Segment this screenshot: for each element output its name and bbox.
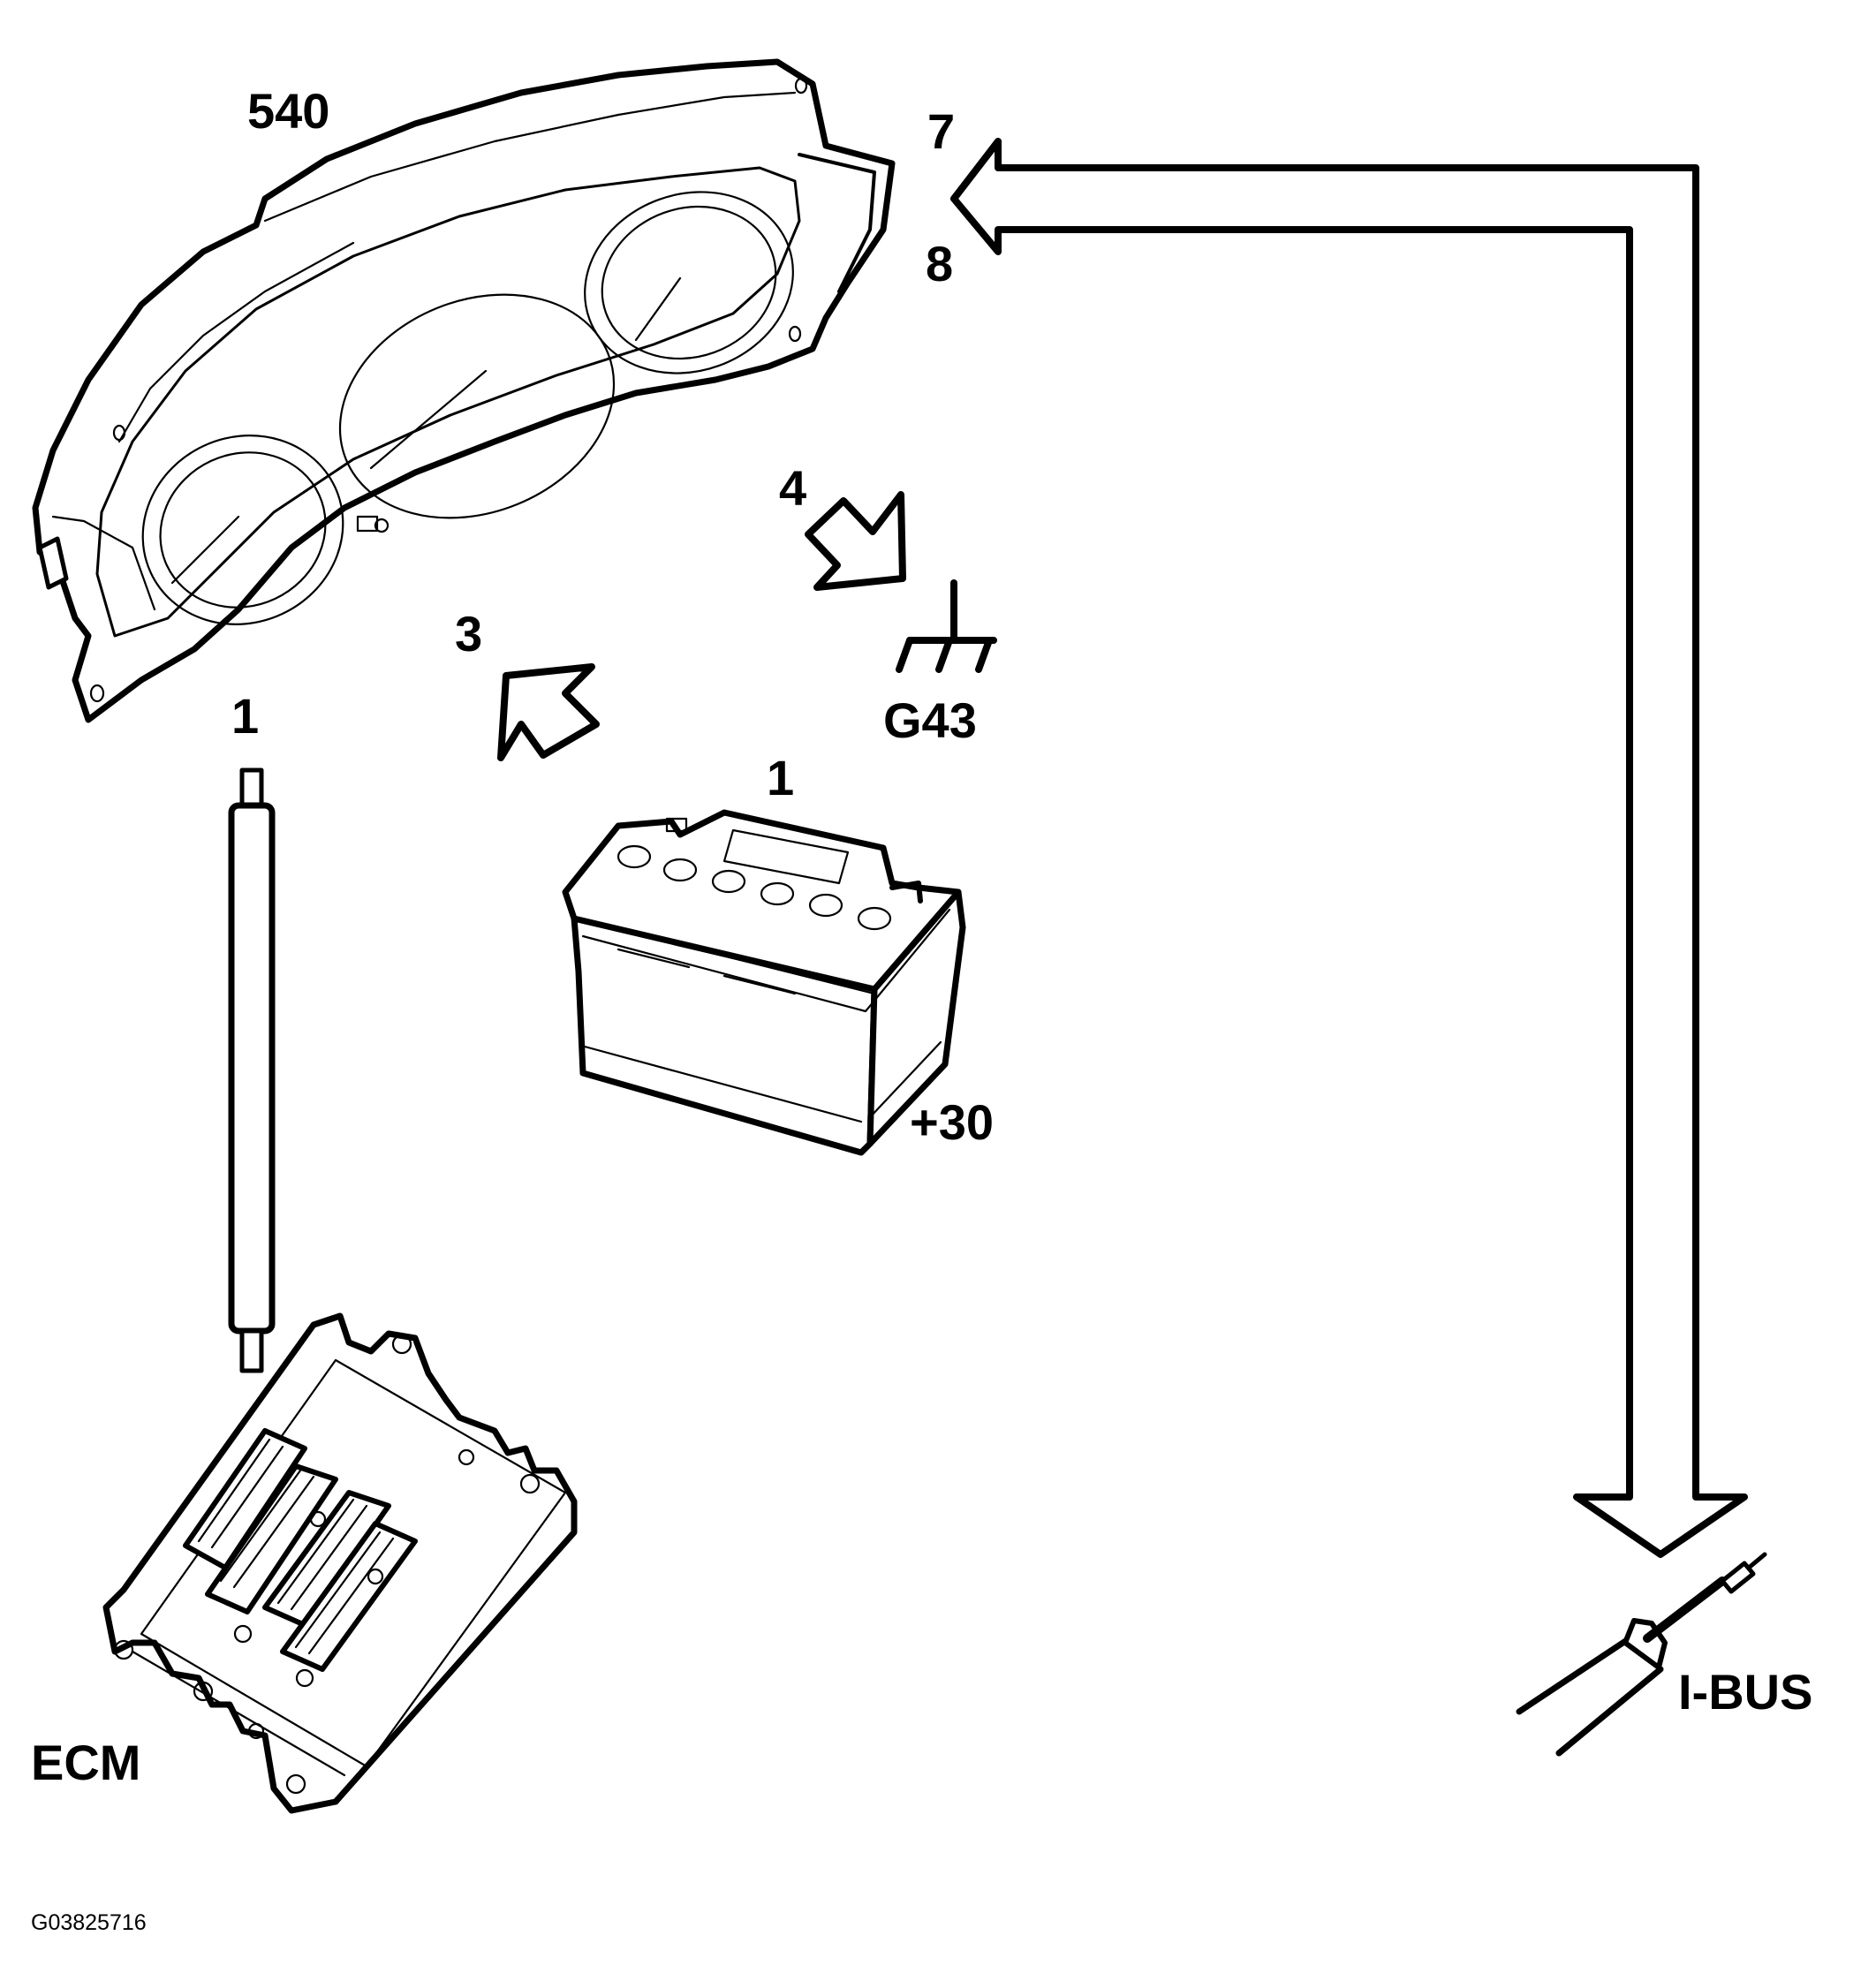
i-bus-signal-arrows: [950, 138, 1748, 1558]
pin-1-cluster-label: 1: [231, 688, 259, 744]
ecm-label: ECM: [31, 1735, 140, 1790]
pin-8-label: 8: [926, 236, 953, 291]
arrow-3-icon: [497, 663, 600, 761]
pin-7-label: 7: [927, 103, 955, 159]
arrow-4-icon: [805, 491, 906, 591]
cluster-label: 540: [247, 83, 329, 139]
bus-label: I-BUS: [1678, 1664, 1812, 1720]
bus-cable-icon: [1516, 1552, 1767, 1757]
ground-symbol-icon: [896, 579, 997, 673]
wire-connector-icon: [228, 767, 276, 1373]
pin-4-label: 4: [779, 460, 806, 516]
battery-terminal-label: +30: [910, 1094, 994, 1150]
pin-3-label: 3: [455, 606, 482, 662]
pin-1-battery-label: 1: [767, 750, 794, 805]
figure-id: G03825716: [31, 1910, 147, 1935]
battery-icon: [562, 809, 966, 1156]
ground-label: G43: [883, 692, 977, 748]
ecm-module-icon: [102, 1312, 578, 1814]
instrument-cluster-icon: [32, 58, 896, 723]
